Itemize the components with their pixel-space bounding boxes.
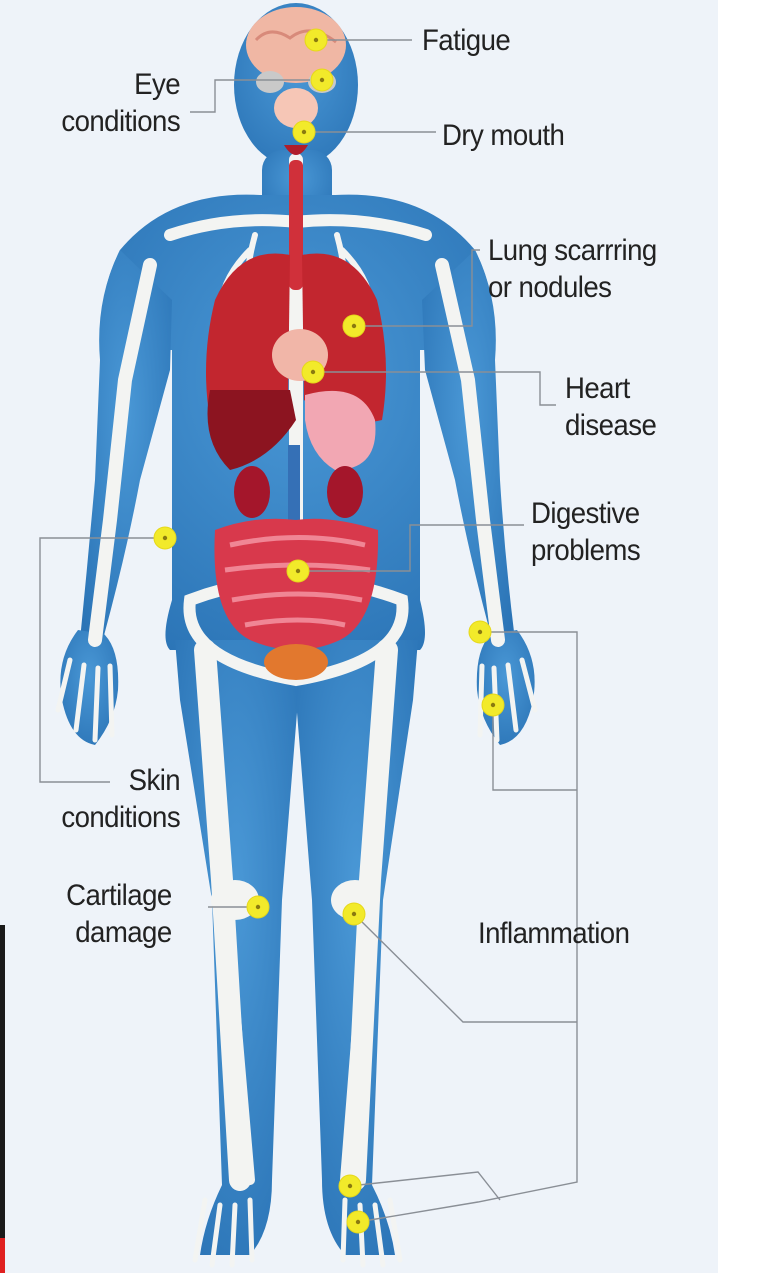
label-lung: Lung scarrring or nodules — [488, 232, 657, 306]
label-fatigue: Fatigue — [422, 22, 510, 59]
label-eye-conditions: Eye conditions — [61, 66, 180, 140]
anatomy-figure — [0, 0, 718, 1273]
label-heart: Heart disease — [565, 370, 656, 444]
label-skin: Skin conditions — [61, 762, 180, 836]
page-edge-accent — [0, 1238, 5, 1273]
label-dry-mouth: Dry mouth — [442, 117, 564, 154]
label-inflammation: Inflammation — [478, 915, 629, 952]
label-cartilage: Cartilage damage — [67, 877, 172, 951]
bladder — [264, 644, 328, 680]
label-digestive: Digestive problems — [531, 495, 640, 569]
page-edge-bar — [0, 925, 5, 1273]
diagram-panel: Fatigue Eye conditions Dry mouth Lung sc… — [0, 0, 718, 1273]
